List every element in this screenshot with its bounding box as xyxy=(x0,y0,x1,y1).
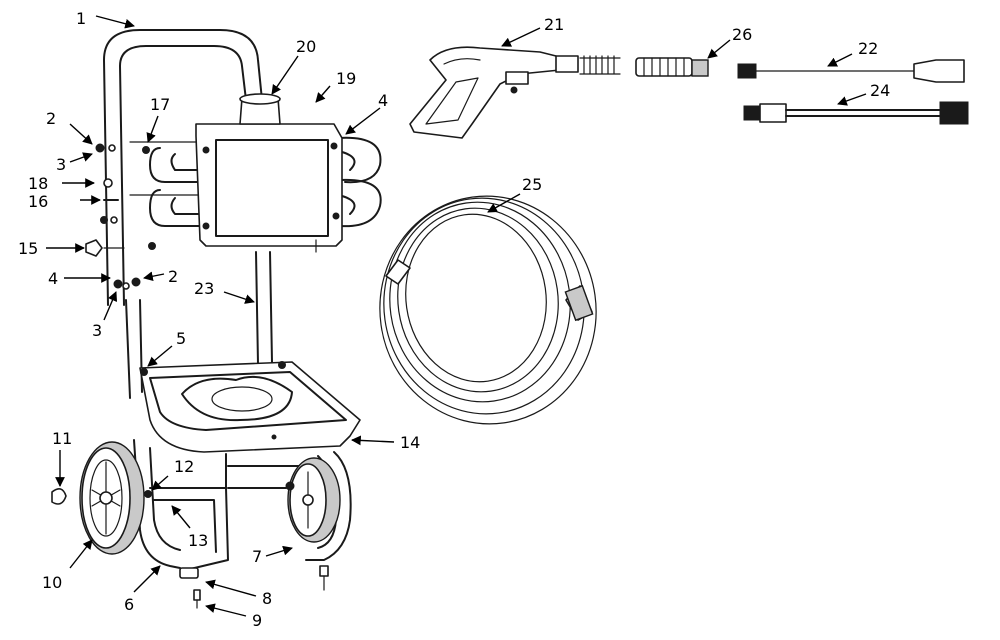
callout-12: 12 xyxy=(174,457,194,476)
wand-extension xyxy=(737,59,965,83)
callout-2b: 2 xyxy=(168,267,178,286)
callout-16: 16 xyxy=(28,192,48,211)
base-deck xyxy=(139,361,361,453)
callout-8: 8 xyxy=(262,589,272,608)
handle-frame xyxy=(103,29,263,399)
callout-25: 25 xyxy=(522,175,542,194)
high-pressure-hose xyxy=(379,195,597,425)
callout-20: 20 xyxy=(296,37,316,56)
callout-3a: 3 xyxy=(56,155,66,174)
callout-21: 21 xyxy=(544,15,564,34)
small-parts xyxy=(51,488,329,609)
mount-posts xyxy=(255,251,273,365)
wheel-left xyxy=(79,441,145,555)
engine-unit xyxy=(195,93,343,253)
side-fasteners xyxy=(85,143,156,290)
quick-coupler xyxy=(635,57,709,77)
callout-26: 26 xyxy=(732,25,752,44)
callout-arrows xyxy=(46,15,867,617)
callout-19: 19 xyxy=(336,69,356,88)
callout-17: 17 xyxy=(150,95,170,114)
callout-14: 14 xyxy=(400,433,420,452)
callout-11: 11 xyxy=(52,429,72,448)
callout-15: 15 xyxy=(18,239,38,258)
spray-gun xyxy=(409,46,621,139)
callout-13: 13 xyxy=(188,531,208,550)
callout-4b: 4 xyxy=(378,91,388,110)
callout-labels: 1 2 3 18 16 15 4 2 3 17 20 19 4 23 5 14 … xyxy=(18,9,890,630)
callout-3b: 3 xyxy=(92,321,102,340)
wheel-right xyxy=(285,457,341,543)
callout-18: 18 xyxy=(28,174,48,193)
engine-mount-bracket xyxy=(129,136,382,228)
callout-1: 1 xyxy=(76,9,86,28)
callout-6: 6 xyxy=(124,595,134,614)
spray-wand xyxy=(743,101,969,125)
callout-22: 22 xyxy=(858,39,878,58)
callout-9: 9 xyxy=(252,611,262,630)
callout-10: 10 xyxy=(42,573,62,592)
callout-5: 5 xyxy=(176,329,186,348)
callout-2a: 2 xyxy=(46,109,56,128)
callout-24: 24 xyxy=(870,81,890,100)
callout-7: 7 xyxy=(252,547,262,566)
callout-23: 23 xyxy=(194,279,214,298)
callout-4a: 4 xyxy=(48,269,58,288)
